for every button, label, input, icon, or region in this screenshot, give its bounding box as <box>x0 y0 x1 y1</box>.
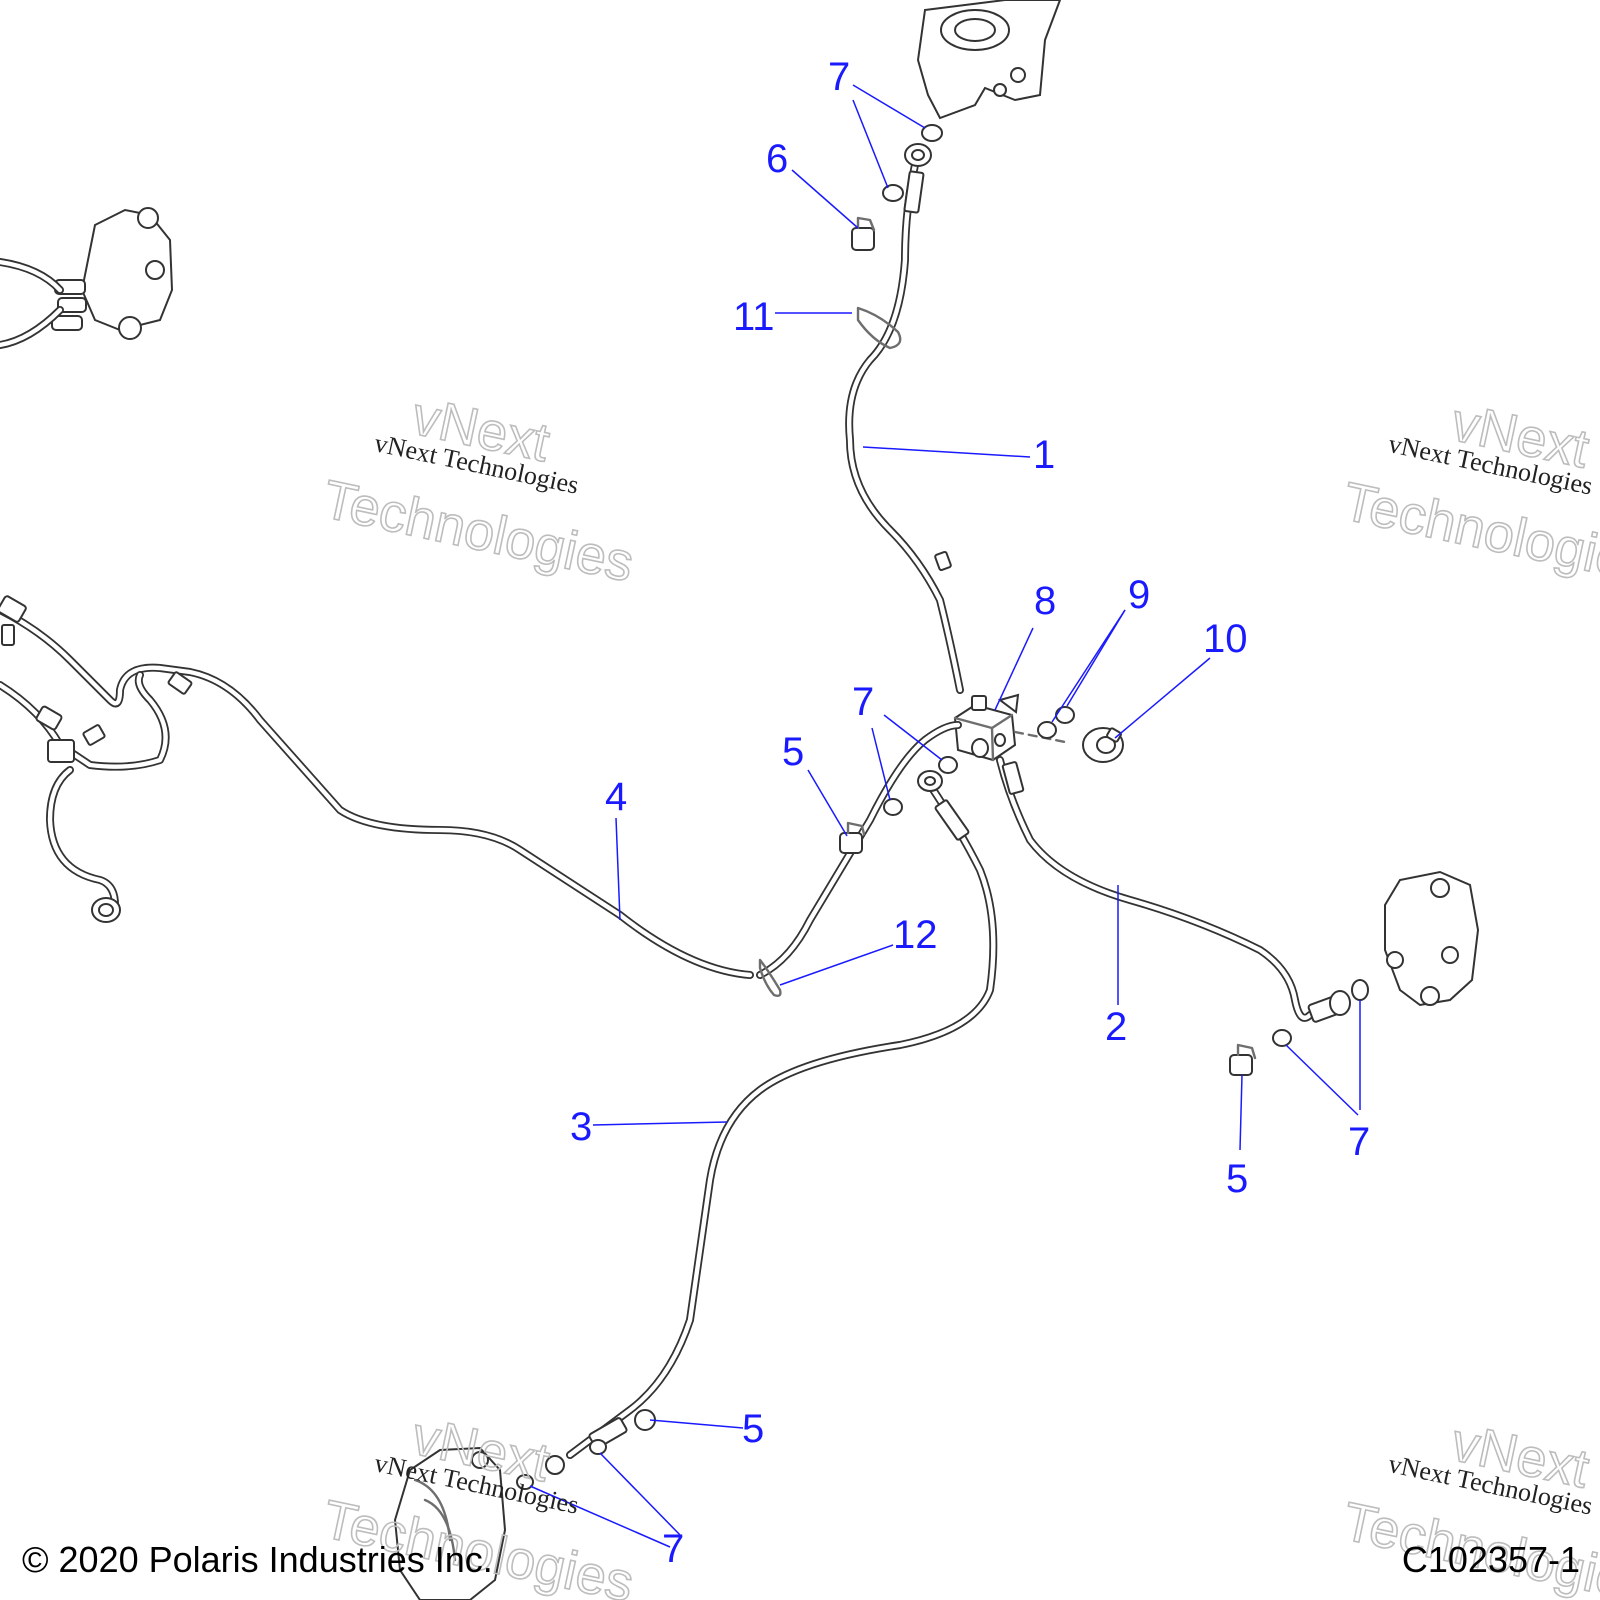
fitting-10 <box>1082 727 1124 763</box>
watermark-lower-right: vNext Technologies vNext Technologies <box>1337 1411 1600 1600</box>
hardware-bottom <box>516 1409 656 1490</box>
master-cylinder <box>916 0 1062 120</box>
callout-7: 7 <box>662 1527 684 1571</box>
caliper-right <box>1384 870 1480 1007</box>
leader-lines <box>529 84 1361 1548</box>
callout-1: 1 <box>1033 433 1055 477</box>
callout-11: 11 <box>733 295 775 339</box>
diagram-code: C102357-1 <box>1402 1539 1580 1580</box>
junction-block <box>953 693 1067 762</box>
callout-5: 5 <box>782 730 804 774</box>
left-brake-lines <box>0 258 754 979</box>
callout-7: 7 <box>828 55 850 99</box>
caliper-upper-left <box>51 207 174 340</box>
callout-9: 9 <box>1128 573 1150 617</box>
brake-line-1 <box>845 143 964 694</box>
brake-line-3 <box>545 770 998 1475</box>
callout-3: 3 <box>570 1105 592 1149</box>
copyright-text: © 2020 Polaris Industries Inc. <box>22 1539 493 1580</box>
washer-7-mid <box>883 756 958 816</box>
callout-6: 6 <box>766 137 788 181</box>
watermark-upper-left: vNext Technologies vNext Technologies <box>317 385 639 594</box>
callout-12: 12 <box>893 913 938 957</box>
callout-7: 7 <box>852 680 874 724</box>
bolt-5-right <box>1229 1043 1257 1076</box>
watermark-big-word-2: Technologies <box>318 469 639 593</box>
callout-10: 10 <box>1203 617 1248 661</box>
callout-7: 7 <box>1348 1120 1370 1164</box>
washer-7-top <box>882 124 943 202</box>
bolt-5-mid <box>839 821 866 854</box>
callout-5: 5 <box>1226 1157 1248 1201</box>
callouts: 7 6 11 1 8 9 10 7 5 4 12 2 5 7 3 5 7 <box>570 55 1370 1571</box>
brake-line-4-branch <box>756 721 962 998</box>
caliper-bottom <box>393 1446 507 1600</box>
washer-9 <box>1037 706 1075 739</box>
watermark-upper-right: vNext Technologies vNext Technologies <box>1337 391 1600 596</box>
callout-8: 8 <box>1034 579 1056 623</box>
callout-4: 4 <box>605 775 627 819</box>
callout-2: 2 <box>1105 1005 1127 1049</box>
brake-line-2 <box>996 756 1351 1023</box>
bolt-6 <box>851 216 876 251</box>
callout-5: 5 <box>742 1407 764 1451</box>
